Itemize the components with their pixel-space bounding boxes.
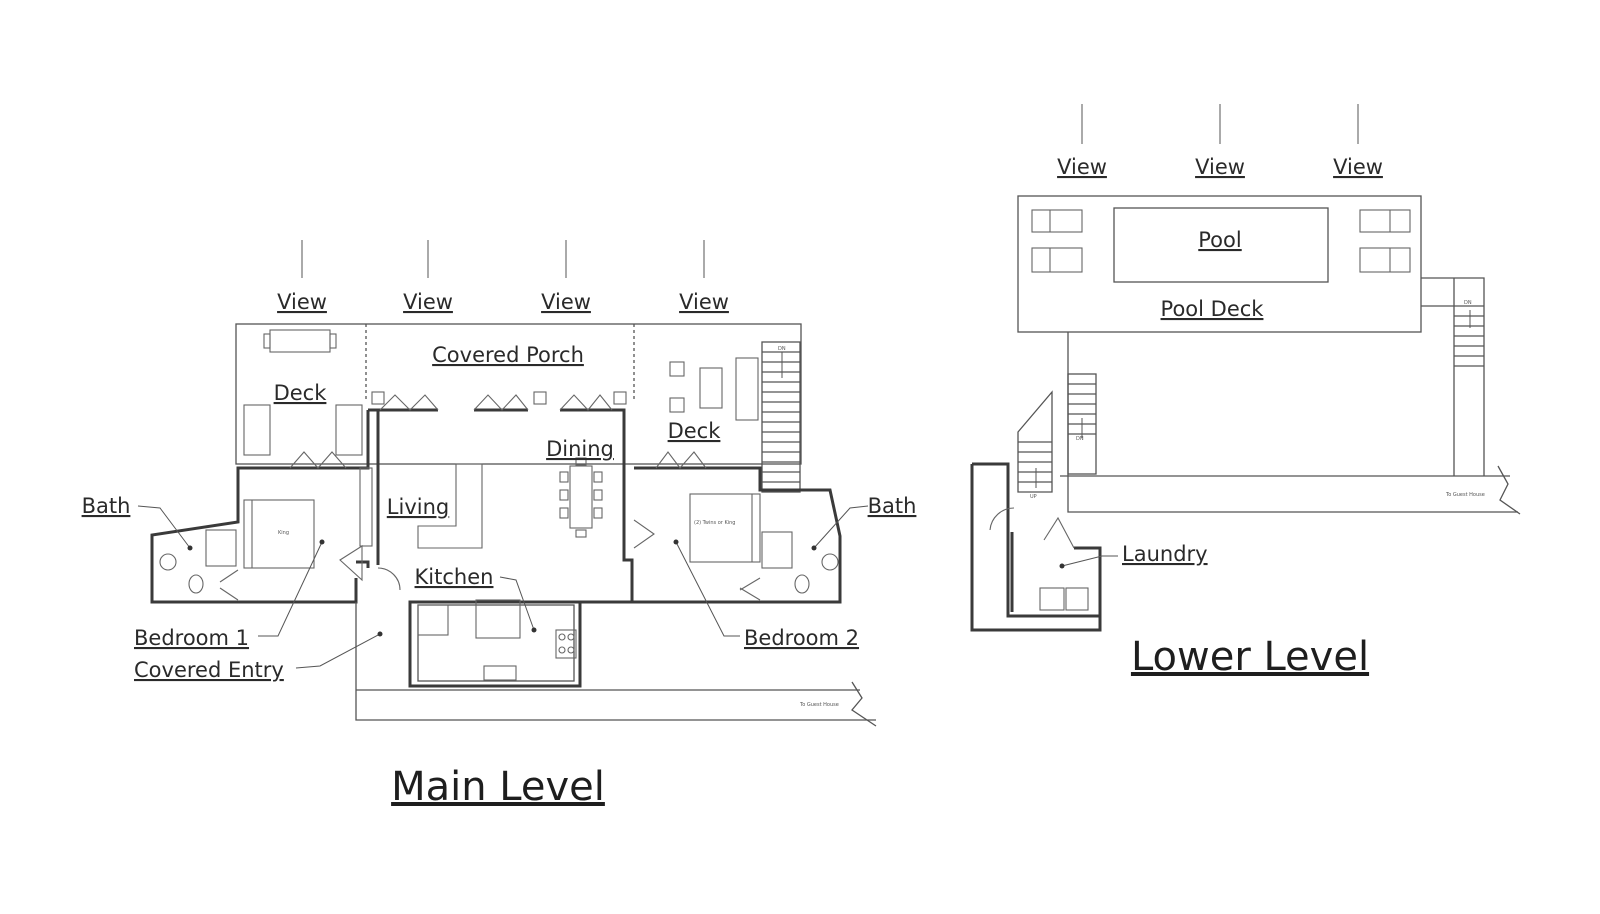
main-view-arrows bbox=[301, 240, 705, 278]
lower-stair-up-note: UP bbox=[1030, 494, 1037, 500]
deck-table bbox=[699, 367, 723, 409]
lower-view-label-3: View bbox=[1333, 155, 1383, 179]
folding-door bbox=[289, 451, 347, 469]
deck-right-label: Deck bbox=[668, 419, 722, 443]
bed-bedroom-2 bbox=[689, 493, 761, 563]
living-label: Living bbox=[387, 495, 449, 519]
sink-bath-1 bbox=[159, 553, 177, 571]
kitchen-island bbox=[475, 599, 521, 639]
deck-chair bbox=[669, 361, 685, 377]
closet-door bbox=[633, 519, 655, 549]
stair-outline bbox=[761, 341, 801, 493]
lower-view-label-2: View bbox=[1195, 155, 1245, 179]
laundry-walls bbox=[970, 462, 1102, 632]
deck-sofa bbox=[735, 357, 759, 421]
walkway-break bbox=[851, 681, 877, 727]
laundry-label: Laundry bbox=[1122, 542, 1208, 566]
dining-label: Dining bbox=[546, 437, 614, 461]
pool-deck-label: Pool Deck bbox=[1161, 297, 1265, 321]
main-stair-dn-note: DN bbox=[778, 346, 786, 352]
folding-door bbox=[559, 394, 613, 411]
planter bbox=[371, 391, 385, 405]
lower-level-title: Lower Level bbox=[1131, 634, 1369, 680]
folding-door bbox=[379, 394, 439, 411]
toilet-bath-2 bbox=[794, 574, 810, 594]
kitchen-outline bbox=[417, 604, 575, 682]
dryer bbox=[1065, 587, 1089, 611]
deck-table bbox=[269, 329, 331, 353]
covered-porch-label: Covered Porch bbox=[432, 343, 584, 367]
deck-chair bbox=[263, 333, 271, 349]
kitchen-sink bbox=[483, 665, 517, 681]
closet-door bbox=[219, 569, 239, 601]
main-level-plan: DN King bbox=[82, 240, 917, 810]
planter bbox=[613, 391, 627, 405]
pool-deck-outline bbox=[1017, 195, 1422, 333]
laundry-door bbox=[989, 507, 1075, 549]
toilet-bath-1 bbox=[188, 574, 204, 594]
deck-lounger bbox=[335, 404, 363, 456]
bath-right-label: Bath bbox=[868, 494, 917, 518]
covered-entry-label: Covered Entry bbox=[134, 658, 284, 682]
sink-bath-2 bbox=[821, 553, 839, 571]
bedroom-1-label: Bedroom 1 bbox=[134, 626, 249, 650]
bed-bedroom-1 bbox=[243, 499, 315, 569]
closet bbox=[359, 467, 373, 547]
closet-door bbox=[339, 544, 363, 582]
main-view-label-4: View bbox=[679, 290, 729, 314]
walkway bbox=[355, 602, 876, 721]
porch-outline bbox=[235, 323, 802, 465]
planter bbox=[533, 391, 547, 405]
pool-label: Pool bbox=[1198, 228, 1241, 252]
dining-table bbox=[569, 465, 593, 529]
lower-level-plan: DN DN To Guest House UP bbox=[970, 104, 1521, 680]
main-view-label-2: View bbox=[403, 290, 453, 314]
folding-door bbox=[473, 394, 529, 411]
main-view-label-1: View bbox=[277, 290, 327, 314]
main-view-label-3: View bbox=[541, 290, 591, 314]
pool-lounger bbox=[1359, 209, 1411, 233]
lower-view-arrows bbox=[1081, 104, 1359, 144]
closet-door bbox=[739, 577, 761, 601]
laundry-leader bbox=[1061, 555, 1118, 567]
main-leaders bbox=[137, 505, 869, 669]
lower-left-stairs bbox=[1067, 373, 1097, 475]
deck-lounger bbox=[243, 404, 271, 456]
main-to-guest-house-note: To Guest House bbox=[799, 702, 839, 708]
bedroom-2-label: Bedroom 2 bbox=[744, 626, 859, 650]
pool-lounger bbox=[1031, 247, 1083, 273]
lower-right-stairs bbox=[1421, 277, 1485, 476]
bed-1-note: King bbox=[278, 530, 289, 536]
lower-stair-dn-note-2: DN bbox=[1076, 436, 1084, 442]
deck-left-label: Deck bbox=[274, 381, 328, 405]
living-sofa bbox=[417, 463, 483, 549]
kitchen-counter bbox=[417, 604, 449, 636]
washer bbox=[1039, 587, 1065, 611]
lower-view-label-1: View bbox=[1057, 155, 1107, 179]
folding-door bbox=[655, 451, 707, 469]
entry-door bbox=[377, 567, 401, 591]
lower-stair-dn-note: DN bbox=[1464, 300, 1472, 306]
lower-walkway bbox=[1060, 332, 1518, 513]
deck-chair bbox=[669, 397, 685, 413]
kitchen-label: Kitchen bbox=[415, 565, 494, 589]
kitchen-range bbox=[555, 629, 577, 659]
bed-2-note: (2) Twins or King bbox=[694, 520, 735, 526]
main-interior-walls bbox=[150, 408, 842, 688]
lower-walkway-break bbox=[1497, 465, 1521, 515]
shower-bath-2 bbox=[761, 531, 793, 569]
bath-left-label: Bath bbox=[82, 494, 131, 518]
pool-lounger bbox=[1031, 209, 1083, 233]
pool bbox=[1113, 207, 1329, 283]
main-level-title: Main Level bbox=[391, 764, 605, 810]
deck-chair bbox=[329, 333, 337, 349]
lower-to-guest-house-note: To Guest House bbox=[1445, 492, 1485, 498]
pool-lounger bbox=[1359, 247, 1411, 273]
lower-up-stairs bbox=[1017, 390, 1053, 493]
main-deck-stairs bbox=[761, 341, 801, 493]
shower-bath-1 bbox=[205, 529, 237, 567]
